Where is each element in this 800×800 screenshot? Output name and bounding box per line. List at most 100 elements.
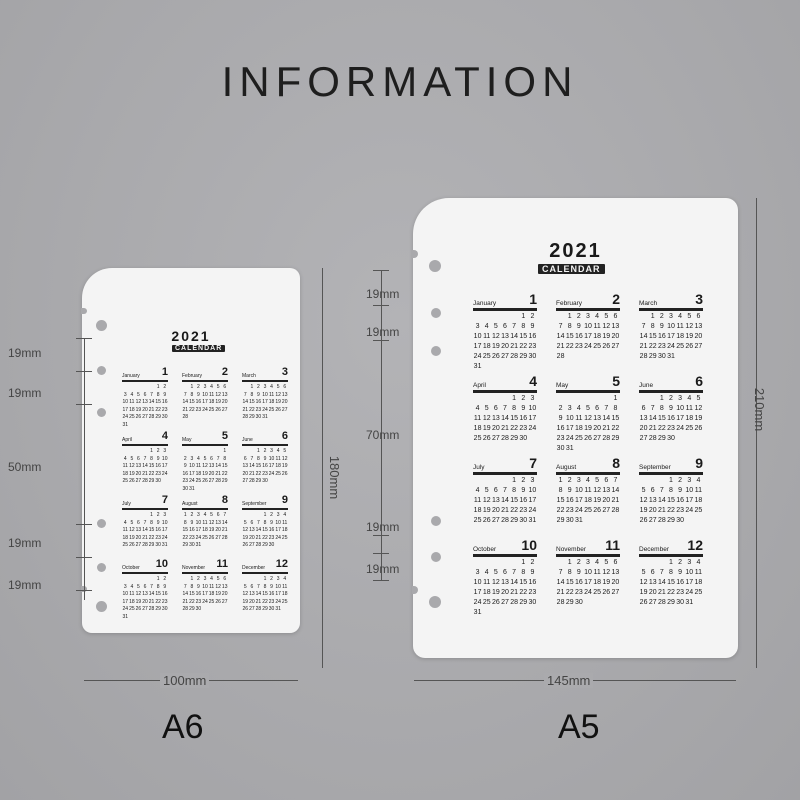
- day-cell: 1: [250, 384, 254, 390]
- day-cell: 18: [473, 507, 482, 514]
- day-cell: [676, 353, 685, 360]
- day-cell: 5: [210, 512, 213, 518]
- day-cell: 22: [221, 470, 228, 477]
- day-cell: 18: [584, 497, 592, 504]
- day-cell: 18: [694, 579, 703, 586]
- day-cell: 24: [202, 598, 208, 605]
- day-cell: 25: [208, 598, 215, 605]
- day-cell: 7: [641, 323, 646, 330]
- day-cell: [482, 559, 491, 566]
- day-cell: 19: [242, 534, 249, 541]
- day-cell: 18: [195, 470, 202, 477]
- day-cell: [473, 313, 482, 320]
- weekday-header-bar: [556, 308, 620, 311]
- day-cell: 12: [129, 463, 135, 469]
- day-cell: 25: [281, 598, 288, 605]
- a5-size-label: A5: [558, 708, 600, 746]
- day-cell: 19: [639, 589, 648, 596]
- day-cell: 1: [512, 477, 517, 484]
- day-cell: [491, 477, 500, 484]
- week-row: 1: [182, 448, 228, 454]
- day-cell: 3: [687, 477, 692, 484]
- day-cell: 18: [275, 463, 281, 469]
- day-cell: 31: [122, 613, 129, 620]
- day-cell: 19: [602, 333, 611, 340]
- day-cell: 24: [268, 470, 275, 477]
- day-cell: 8: [250, 391, 254, 398]
- day-cell: 10: [161, 519, 168, 526]
- day-cell: 4: [283, 576, 287, 582]
- day-cell: 21: [182, 598, 189, 605]
- day-cell: 15: [189, 399, 195, 405]
- day-cell: 13: [249, 591, 255, 597]
- a6-width-label: 100mm: [160, 673, 210, 688]
- day-cell: 29: [648, 353, 657, 360]
- day-cell: 5: [484, 487, 489, 494]
- day-cell: [482, 477, 491, 484]
- day-cell: 12: [482, 415, 491, 422]
- day-cell: 26: [482, 517, 491, 524]
- day-cell: 6: [493, 487, 498, 494]
- day-cell: 4: [130, 583, 134, 590]
- day-cell: 1: [150, 448, 153, 454]
- day-cell: 17: [275, 591, 281, 597]
- day-cell: 4: [687, 395, 692, 402]
- day-cell: 21: [255, 534, 262, 541]
- day-cell: 15: [148, 527, 155, 533]
- a6-tick: [76, 338, 92, 339]
- day-cell: 7: [503, 405, 507, 412]
- day-cell: 14: [611, 487, 620, 494]
- day-cell: 30: [657, 353, 666, 360]
- day-cell: 6: [143, 391, 147, 398]
- day-cell: 8: [512, 405, 517, 412]
- day-cell: [583, 353, 592, 360]
- day-cell: 29: [221, 478, 228, 484]
- day-cell: 16: [574, 333, 583, 340]
- day-cell: 27: [501, 599, 509, 606]
- day-cell: [142, 576, 149, 582]
- day-cell: [593, 517, 602, 524]
- day-cell: 24: [189, 478, 195, 484]
- day-cell: [528, 609, 537, 616]
- binder-hole: [431, 552, 441, 562]
- day-cell: 31: [473, 609, 482, 616]
- day-cell: 31: [262, 414, 268, 420]
- weekday-header-bar: [473, 554, 537, 557]
- weekday-header-bar: [556, 472, 620, 475]
- day-cell: 17: [565, 425, 574, 432]
- day-cell: 16: [565, 497, 574, 504]
- month-name: December: [639, 545, 669, 553]
- binder-hole: [97, 563, 106, 572]
- month-name: November: [182, 565, 206, 571]
- day-cell: 8: [613, 405, 618, 412]
- a6-gap-label: 19mm: [8, 346, 42, 360]
- day-cell: 11: [593, 323, 601, 330]
- day-cell: 24: [473, 599, 482, 606]
- day-cell: 21: [501, 425, 509, 432]
- day-cell: [249, 448, 256, 454]
- day-cell: 13: [639, 415, 648, 422]
- weekday-header-bar: [639, 554, 703, 557]
- day-cell: 25: [685, 425, 694, 432]
- day-cell: 9: [530, 323, 535, 330]
- day-cell: 3: [475, 323, 480, 330]
- day-cell: 1: [190, 384, 194, 390]
- weekday-header-bar: [122, 572, 168, 574]
- day-cell: [528, 363, 537, 370]
- month-number: 11: [216, 558, 228, 570]
- week-row: 28: [182, 414, 228, 420]
